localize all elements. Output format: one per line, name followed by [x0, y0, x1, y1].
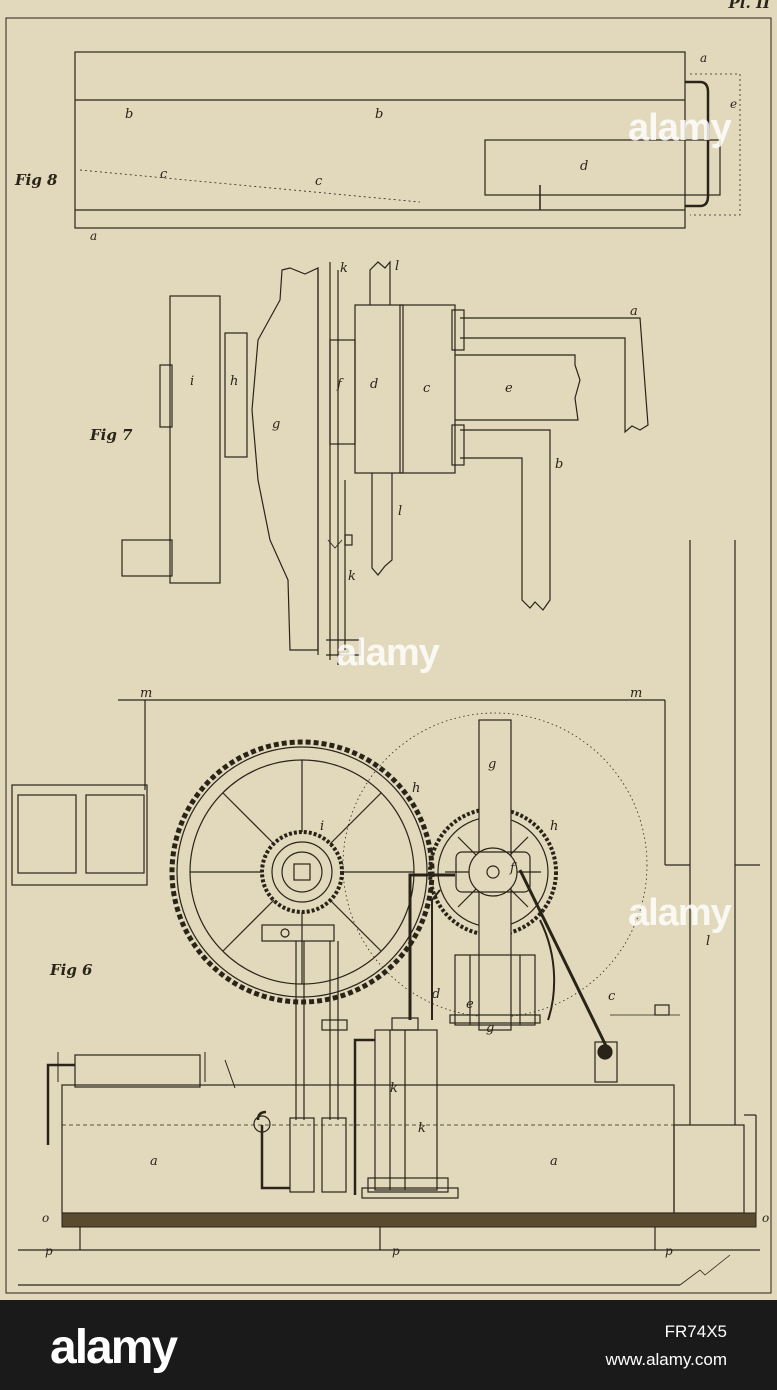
fig8-label-c1: c: [160, 167, 168, 182]
fig7-label-i: i: [190, 374, 194, 389]
fig8-label-c2: c: [315, 174, 323, 189]
footer-bar: alamy FR74X5 www.alamy.com: [0, 1300, 777, 1390]
fig6-label-p2: p: [392, 1244, 400, 1258]
fig6-label-p1: p: [45, 1244, 53, 1258]
image-id: FR74X5: [664, 1322, 727, 1341]
fig7-label-l2: l: [398, 504, 402, 519]
fig6-label-m2: m: [630, 686, 642, 701]
brand-logo[interactable]: alamy: [50, 1321, 178, 1374]
plate-number: Pl. II: [728, 0, 771, 12]
fig8-label-b1: b: [125, 107, 133, 122]
fig8-label-d: d: [580, 159, 588, 174]
fig6-label-i: i: [320, 819, 324, 834]
fig6-label-o2: o: [762, 1211, 769, 1225]
site-link[interactable]: www.alamy.com: [605, 1350, 727, 1369]
fig6-label-g2: g: [486, 1021, 494, 1036]
watermark-right: alamy: [628, 892, 732, 934]
plate-drawing: Pl. II Fig 8 a a b b c c d e Fig 7 a b c…: [5, 0, 772, 1294]
fig7-label-a: a: [630, 304, 638, 319]
fig8-label-a-bottom: a: [90, 229, 97, 243]
fig8-label-b2: b: [375, 107, 383, 122]
fig7-label-f: f: [336, 377, 344, 392]
fig8-label-a-top: a: [700, 51, 707, 65]
fig6-label-a1: a: [150, 1154, 158, 1169]
fig6-label-k2: k: [418, 1121, 426, 1136]
fig6-label-k1: k: [390, 1081, 398, 1096]
fig6-label-l: l: [706, 934, 710, 949]
fig7-label-g: g: [272, 417, 280, 432]
fig6-label-f: f: [509, 861, 517, 876]
fig6-label-p3: p: [665, 1244, 673, 1258]
fig6-label-g1: g: [488, 757, 496, 772]
fig8-label-e: e: [730, 97, 737, 111]
fig6-label-c: c: [608, 989, 616, 1004]
fig6-label-h2: h: [550, 819, 558, 834]
engraved-plate: Pl. II Fig 8 a a b b c c d e Fig 7 a b c…: [0, 0, 777, 1300]
fig7-drawing: [121, 260, 649, 665]
fig7-title: Fig 7: [89, 426, 133, 444]
fig7-label-c: c: [423, 381, 431, 396]
fig7-label-d: d: [370, 377, 378, 392]
fig6-drawing: [11, 540, 760, 1286]
fig6-label-e: e: [466, 997, 474, 1012]
fig7-label-l1: l: [395, 259, 399, 274]
watermark-middle: alamy: [336, 632, 440, 674]
fig6-label-h1: h: [412, 781, 420, 796]
plate-border: [5, 17, 772, 1294]
fig7-label-h: h: [230, 374, 238, 389]
fig7-label-k1: k: [340, 261, 348, 276]
fig8-title: Fig 8: [14, 171, 58, 189]
fig7-label-b: b: [555, 457, 563, 472]
watermark-top: alamy: [628, 107, 732, 149]
fig7-label-e: e: [505, 381, 513, 396]
fig7-label-k2: k: [348, 569, 356, 584]
fig8-drawing: [74, 51, 741, 229]
fig6-label-o1: o: [42, 1211, 49, 1225]
fig6-label-m1: m: [140, 686, 152, 701]
fig6-title: Fig 6: [49, 961, 93, 979]
fig6-label-d: d: [432, 987, 440, 1002]
fig6-label-a2: a: [550, 1154, 558, 1169]
